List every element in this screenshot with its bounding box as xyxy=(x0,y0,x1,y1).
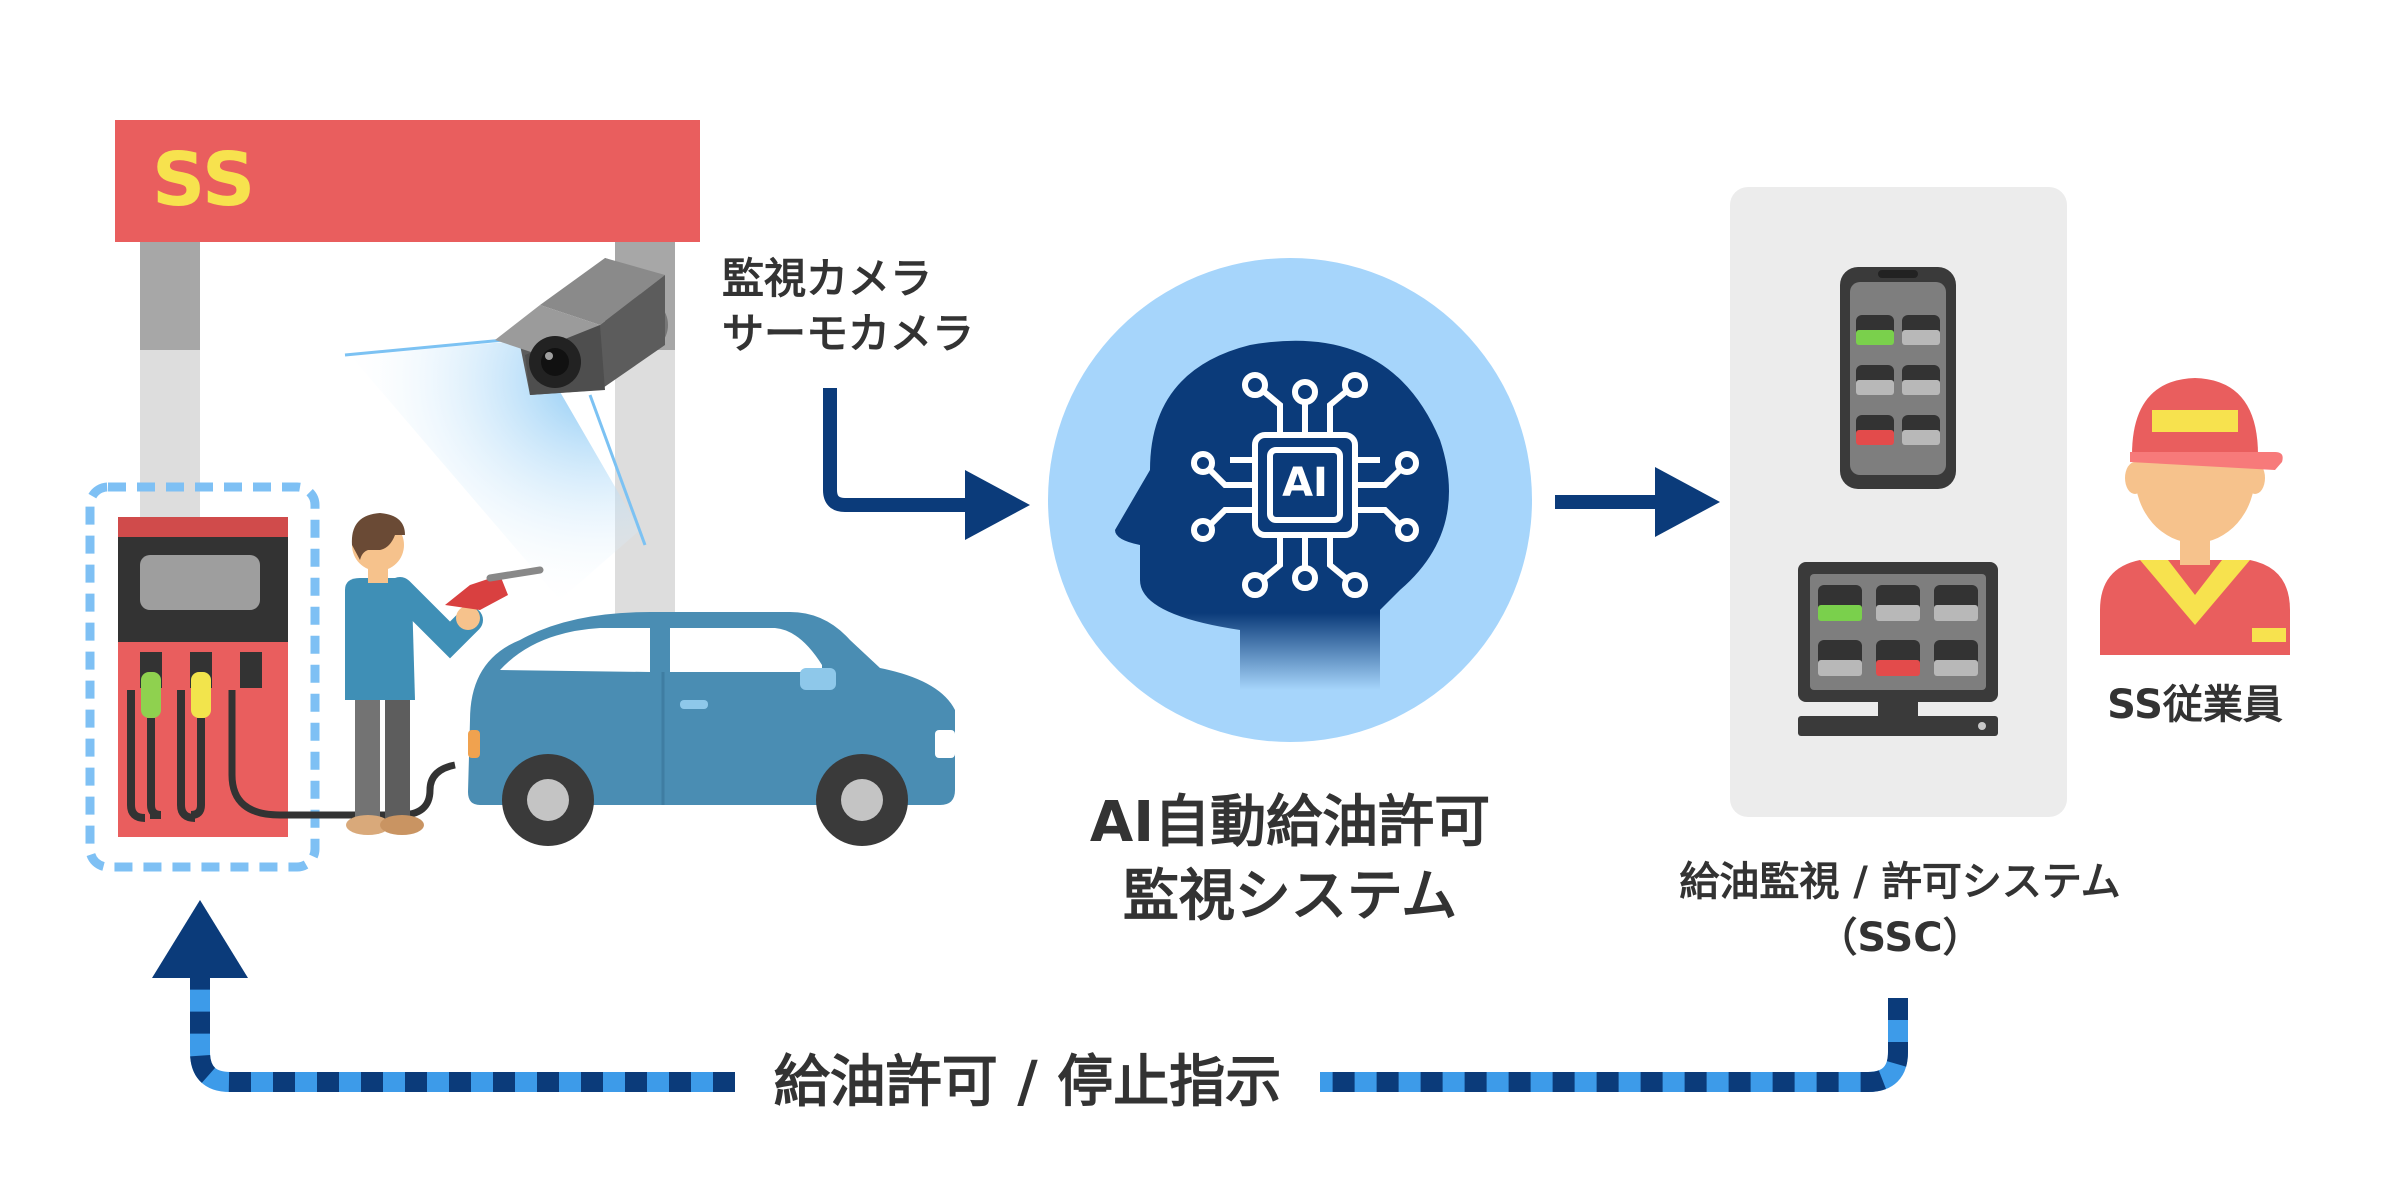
arrow-camera-to-ai xyxy=(823,388,975,512)
monitor-icon xyxy=(1798,562,1998,736)
ai-chip-icon xyxy=(1191,372,1419,598)
camera-icon xyxy=(495,258,668,395)
pump-highlight xyxy=(85,482,320,872)
customer-person-icon xyxy=(345,513,544,835)
car-icon xyxy=(468,612,955,846)
ai-caption-line2: 監視システム xyxy=(1122,864,1458,929)
camera-label-line2: サーモカメラ xyxy=(722,309,975,358)
feedback-arrowhead xyxy=(152,900,248,978)
ssc-caption-line2: （SSC） xyxy=(1817,915,1983,961)
ai-caption-line1: AI自動給油許可 xyxy=(1089,790,1491,855)
feedback-label: 給油許可 / 停止指示 xyxy=(773,1050,1282,1115)
staff-person-icon xyxy=(2100,378,2290,655)
feedback-loop xyxy=(152,900,1908,1092)
canopy-label: SS xyxy=(152,137,256,223)
ssc-caption-line1: 給油監視 / 許可システム xyxy=(1679,859,2121,905)
staff-label: SS従業員 xyxy=(2107,682,2283,728)
ai-chip-label: AI xyxy=(1282,460,1328,506)
canopy-sign xyxy=(115,120,700,242)
camera-label-line1: 監視カメラ xyxy=(722,254,933,303)
fuel-pump-icon xyxy=(118,517,456,837)
gas-station xyxy=(115,120,700,620)
ai-head-icon xyxy=(1048,258,1532,742)
camera-beam xyxy=(350,340,640,600)
smartphone-icon xyxy=(1840,267,1956,489)
